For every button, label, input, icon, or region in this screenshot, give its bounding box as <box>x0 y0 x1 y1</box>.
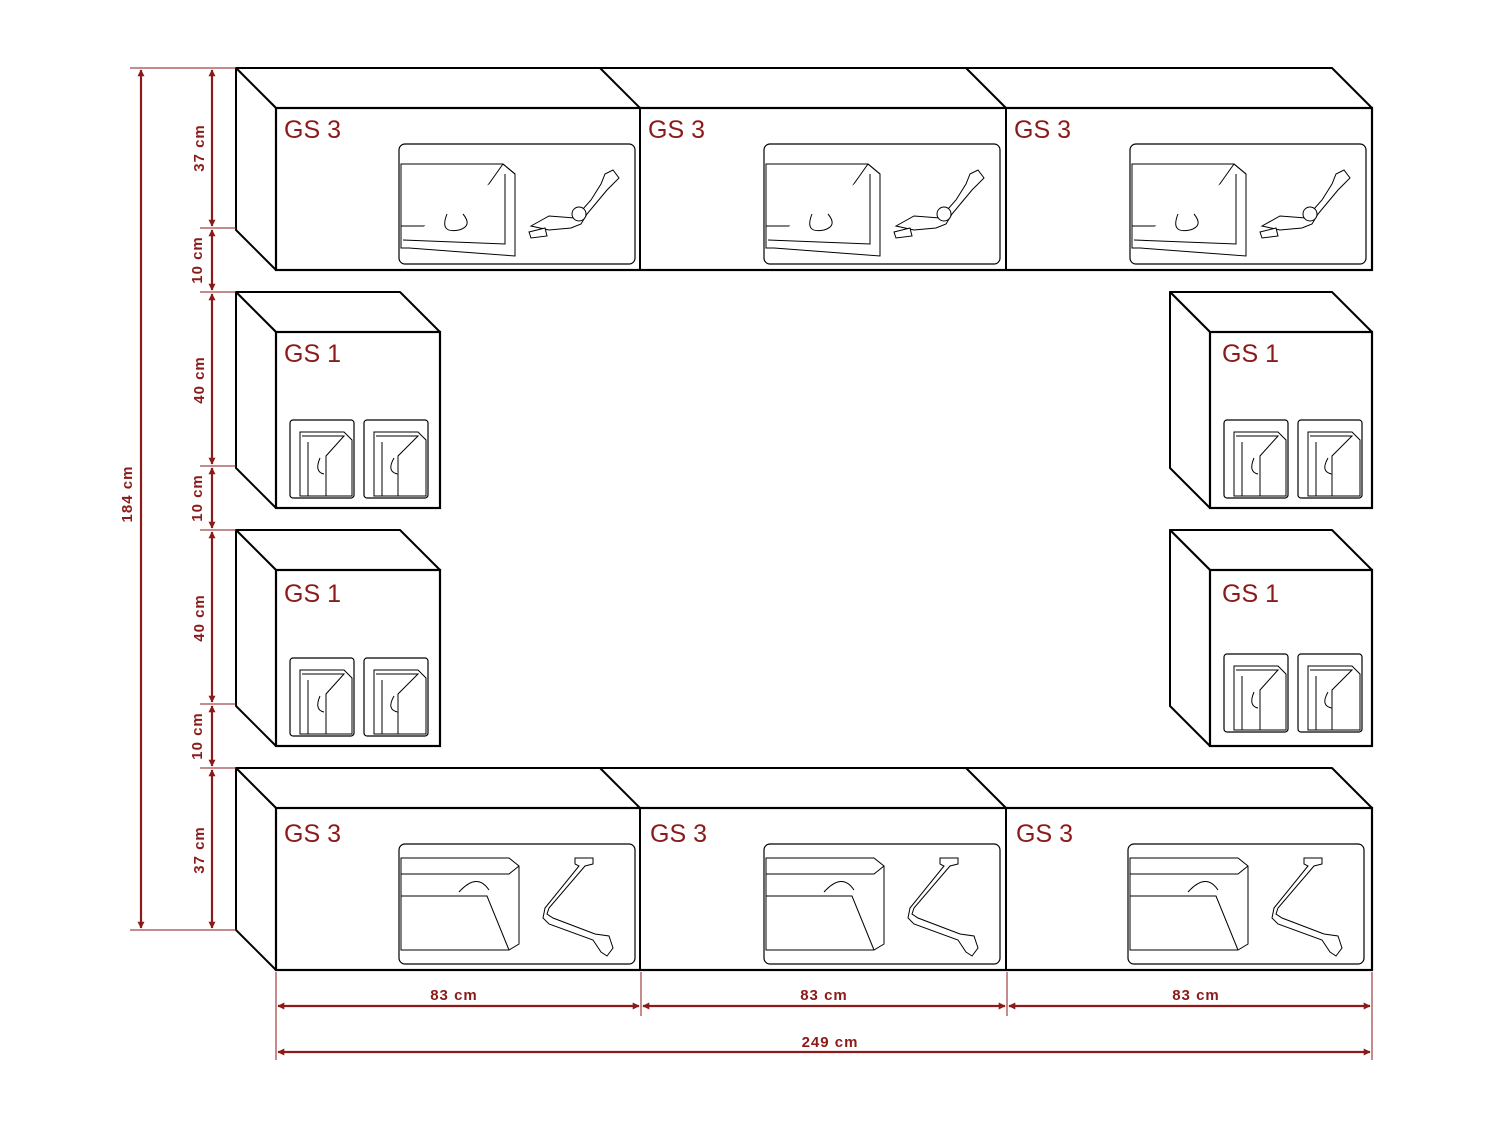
dimension-row1-height: 37 cm <box>191 124 208 172</box>
dimension-gap3: 10 cm <box>189 712 206 760</box>
module-label-left-lower: GS 1 <box>284 580 341 608</box>
dimension-row3-height: 40 cm <box>191 594 208 642</box>
module-label-left-upper: GS 1 <box>284 340 341 368</box>
dimension-row2-height: 40 cm <box>191 356 208 404</box>
module-label-right-lower: GS 1 <box>1222 580 1279 608</box>
dimension-gap2: 10 cm <box>189 474 206 522</box>
dimension-total-height: 184 cm <box>119 466 136 523</box>
module-label-top-left: GS 3 <box>284 116 341 144</box>
dimension-total-width: 249 cm <box>802 1034 859 1051</box>
module-label-top-mid: GS 3 <box>648 116 705 144</box>
module-label-right-upper: GS 1 <box>1222 340 1279 368</box>
module-label-bottom-mid: GS 3 <box>650 820 707 848</box>
right-lower-cabinet <box>1169 529 1374 748</box>
dimension-width-b: 83 cm <box>800 987 848 1004</box>
dimension-width-a: 83 cm <box>430 987 478 1004</box>
dimension-gap1: 10 cm <box>189 236 206 284</box>
module-label-top-right: GS 3 <box>1014 116 1071 144</box>
module-label-bottom-left: GS 3 <box>284 820 341 848</box>
dimension-row4-height: 37 cm <box>191 826 208 874</box>
vertical-dimension-lines <box>130 67 236 931</box>
horizontal-dimension-lines <box>275 972 1373 1060</box>
dimension-width-c: 83 cm <box>1172 987 1220 1004</box>
module-label-bottom-right: GS 3 <box>1016 820 1073 848</box>
